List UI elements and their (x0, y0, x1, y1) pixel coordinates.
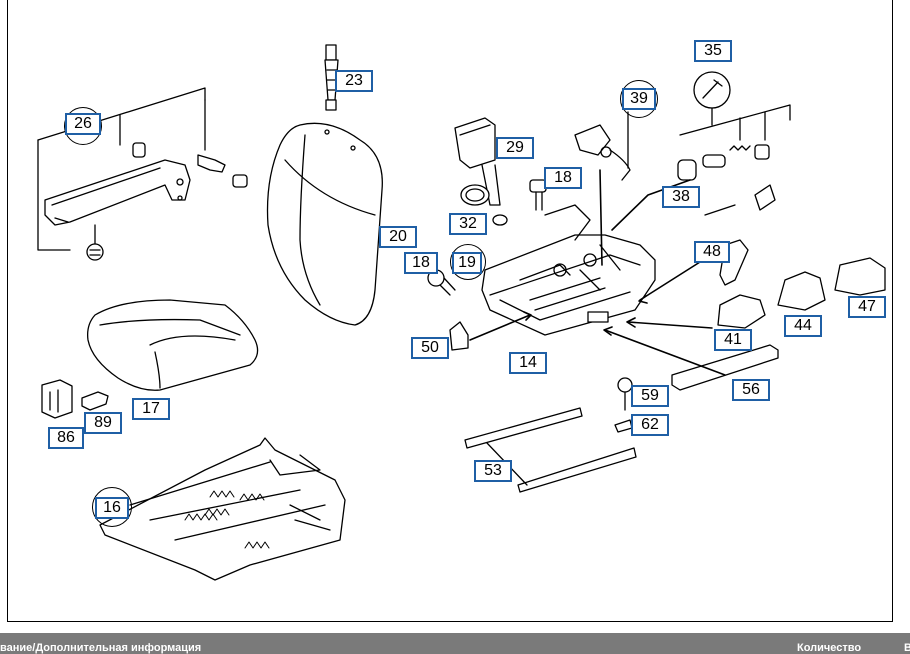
seat-slide-frame-part (481, 204, 656, 336)
callout-86: 86 (48, 427, 84, 449)
callout-16: 16 (95, 497, 129, 519)
bracket-part-39 (574, 111, 631, 181)
callout-29: 29 (496, 137, 534, 159)
quantity-column-header: Количество (797, 642, 862, 654)
seat-base-frame-part (99, 437, 346, 581)
callout-26: 26 (65, 113, 101, 135)
parts-drawing (37, 44, 886, 581)
column-header-edge: В (904, 642, 910, 654)
seat-belt-buckle-part (454, 117, 508, 226)
seat-cushion-part (87, 299, 259, 391)
callout-56: 56 (732, 379, 770, 401)
callout-62: 62 (631, 414, 669, 436)
description-column-header: вание/Дополнительная информация (0, 642, 202, 654)
bolt-parts (427, 179, 547, 296)
callout-circle-26 (64, 107, 102, 145)
headrest-post-part (324, 44, 339, 111)
callout-circle-19 (450, 244, 486, 280)
callout-53: 53 (474, 460, 512, 482)
rails-part-53 (464, 407, 637, 493)
callout-23: 23 (335, 70, 373, 92)
parts-table-header: вание/Дополнительная информация Количест… (0, 633, 910, 654)
callout-41: 41 (714, 329, 752, 351)
trim-part-56 (671, 344, 779, 391)
backrest-part (266, 122, 383, 326)
callout-circle-16 (92, 487, 132, 527)
callout-48: 48 (694, 241, 730, 263)
assembly-arrows (469, 169, 726, 376)
tool-kit-part (677, 71, 791, 216)
callout-39: 39 (622, 88, 656, 110)
callout-14: 14 (509, 352, 547, 374)
callout-18-upper: 18 (544, 167, 582, 189)
callout-44: 44 (784, 315, 822, 337)
callout-17: 17 (132, 398, 170, 420)
callout-20: 20 (379, 226, 417, 248)
callout-89: 89 (84, 412, 122, 434)
covers-41-44-47 (717, 257, 886, 329)
callout-59: 59 (631, 385, 669, 407)
small-parts-86-89 (41, 379, 109, 419)
callout-circle-39 (620, 80, 658, 118)
callout-19: 19 (452, 252, 482, 274)
callout-32: 32 (449, 213, 487, 235)
clip-part-50 (449, 321, 469, 351)
callout-35: 35 (694, 40, 732, 62)
callout-47: 47 (848, 296, 886, 318)
fasteners-59-62 (614, 377, 633, 433)
callout-50: 50 (411, 337, 449, 359)
callout-38: 38 (662, 186, 700, 208)
callout-18-lower: 18 (404, 252, 438, 274)
